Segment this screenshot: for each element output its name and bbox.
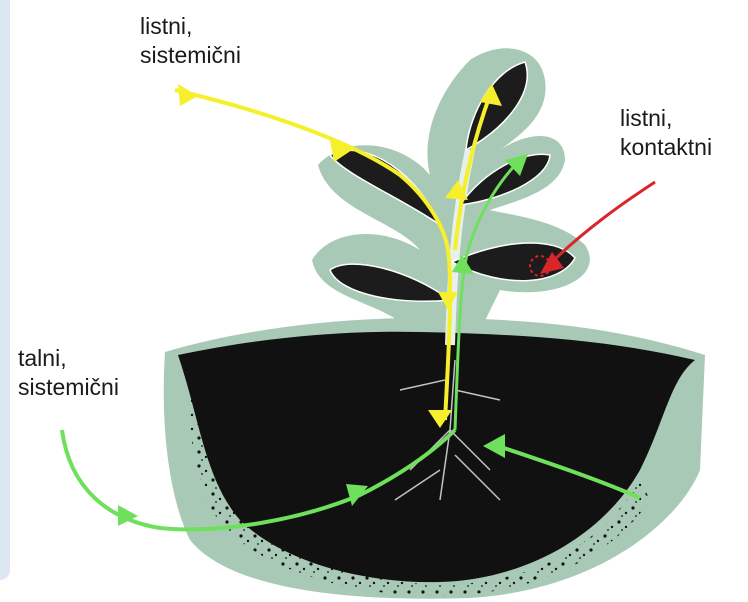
label-foliar-systemic: listni, sistemični: [140, 12, 241, 70]
label-foliar-contact: listni, kontaktni: [620, 104, 712, 162]
label-soil-systemic: talni, sistemični: [18, 344, 119, 402]
arrowhead-icon: [178, 84, 198, 106]
